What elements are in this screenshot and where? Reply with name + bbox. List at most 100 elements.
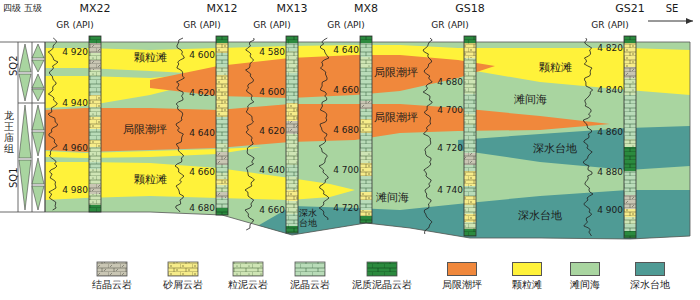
lithology-segment <box>286 134 298 149</box>
facies-label: 局限潮坪 <box>123 124 167 137</box>
lithology-segment <box>624 120 636 133</box>
level-header: 五级 <box>24 3 42 13</box>
formation-label: 龙王庙组 <box>4 110 14 154</box>
log-header: GR (API) <box>591 20 628 30</box>
legend-swatch <box>570 262 600 276</box>
depth-label: 4 640 <box>259 165 285 175</box>
lithology-segment <box>360 210 372 216</box>
lithology-segment <box>360 151 372 163</box>
legend-text: 砂屑云岩 <box>163 279 203 291</box>
lithology-segment <box>216 208 228 215</box>
lithology-segment <box>360 57 372 68</box>
lithology-segment <box>89 147 101 162</box>
lithology-segment <box>464 186 476 196</box>
depth-label: 4 680 <box>437 77 463 87</box>
gr-curve <box>175 38 184 212</box>
lithology-segment <box>216 117 228 127</box>
log-header: GR (API) <box>327 20 364 30</box>
log-header: GR (API) <box>253 20 290 30</box>
lithology-segment <box>360 176 372 186</box>
lithology-segment <box>216 143 228 152</box>
lithology-segment <box>216 36 228 43</box>
well-logs <box>48 36 636 238</box>
lithology-segment <box>624 67 636 78</box>
depth-label: 4 700 <box>333 165 359 175</box>
deep-platform-band <box>458 126 690 170</box>
lithology-segment <box>464 153 476 165</box>
lithology-segment <box>89 162 101 169</box>
facies-label: 颗粒滩 <box>539 62 572 75</box>
lithology-segment <box>216 67 228 75</box>
lithology-segment <box>286 51 298 61</box>
lithology-segment <box>89 107 101 117</box>
well-name: GS21 <box>615 3 645 16</box>
lithology-segment <box>464 139 476 153</box>
lithology-segment <box>216 133 228 143</box>
sequence-label: SQ2 <box>8 55 20 76</box>
lithology-segment <box>464 67 476 81</box>
lithology-segment <box>624 159 636 171</box>
depth-label: 4 940 <box>62 98 88 108</box>
depth-label: 4 720 <box>437 143 463 153</box>
lithology-segment <box>464 205 476 214</box>
depth-label: 4 980 <box>62 185 88 195</box>
facies-label: 深水台地 <box>299 209 318 229</box>
depth-label: 4 600 <box>259 87 285 97</box>
legend-text: 深水台地 <box>630 279 670 291</box>
depth-label: 4 660 <box>259 205 285 215</box>
lithology-segment <box>89 87 101 95</box>
lithology-segment <box>360 192 372 200</box>
legend-swatch <box>512 262 542 276</box>
well-name: MX13 <box>276 3 307 16</box>
lithology-segment <box>216 173 228 179</box>
lithology-segment <box>360 143 372 151</box>
lithology-segment <box>286 226 298 233</box>
lithology-segment <box>624 184 636 195</box>
depth-label: 4 820 <box>597 43 623 53</box>
lithology-segment <box>464 214 476 222</box>
facies-label: 颗粒滩 <box>134 52 167 65</box>
lithology-segment <box>89 76 101 87</box>
lithology-segment <box>464 165 476 171</box>
lithology-segment <box>286 201 298 214</box>
legend-swatch <box>635 262 665 276</box>
lithology-segment <box>286 190 298 201</box>
lithology-segment <box>286 158 298 165</box>
lithology-segment <box>89 129 101 140</box>
lithology-segment <box>216 43 228 53</box>
well-name: MX12 <box>206 3 237 16</box>
lithology-segment <box>360 109 372 119</box>
facies-label: 局限潮坪 <box>374 112 418 125</box>
lithology-segment <box>216 107 228 117</box>
lithology-segment <box>624 224 636 231</box>
depth-label: 4 660 <box>189 167 215 177</box>
well-column <box>89 36 101 212</box>
lithology-segment <box>89 43 101 53</box>
lithology-segment <box>360 119 372 133</box>
lithology-segment <box>464 125 476 139</box>
lithology-segment <box>624 195 636 209</box>
facies-label: 颗粒滩 <box>134 174 167 187</box>
lithology-segment <box>216 179 228 185</box>
gr-curve <box>583 38 593 236</box>
lithology-segment <box>286 177 298 190</box>
legend-text: 局限潮坪 <box>442 279 482 291</box>
lithology-segment <box>624 36 636 43</box>
lithology-segment <box>89 205 101 212</box>
gr-curve <box>319 38 329 220</box>
depth-label: 4 580 <box>259 47 285 57</box>
depth-label: 4 640 <box>333 45 359 55</box>
lithology-segment <box>89 184 101 194</box>
lithology-segment <box>624 139 636 147</box>
well-name: GS18 <box>455 3 485 16</box>
lithology-segment <box>286 61 298 73</box>
lithology-segment <box>624 106 636 120</box>
gr-curve <box>245 38 254 230</box>
legend-text: 结晶云岩 <box>92 279 132 291</box>
facies-label: 滩间海 <box>514 94 547 107</box>
lithology-segment <box>89 117 101 129</box>
section-outline <box>45 42 690 239</box>
lithology-segment <box>624 95 636 106</box>
well-name: MX22 <box>79 3 110 16</box>
lithology-segment <box>464 94 476 103</box>
